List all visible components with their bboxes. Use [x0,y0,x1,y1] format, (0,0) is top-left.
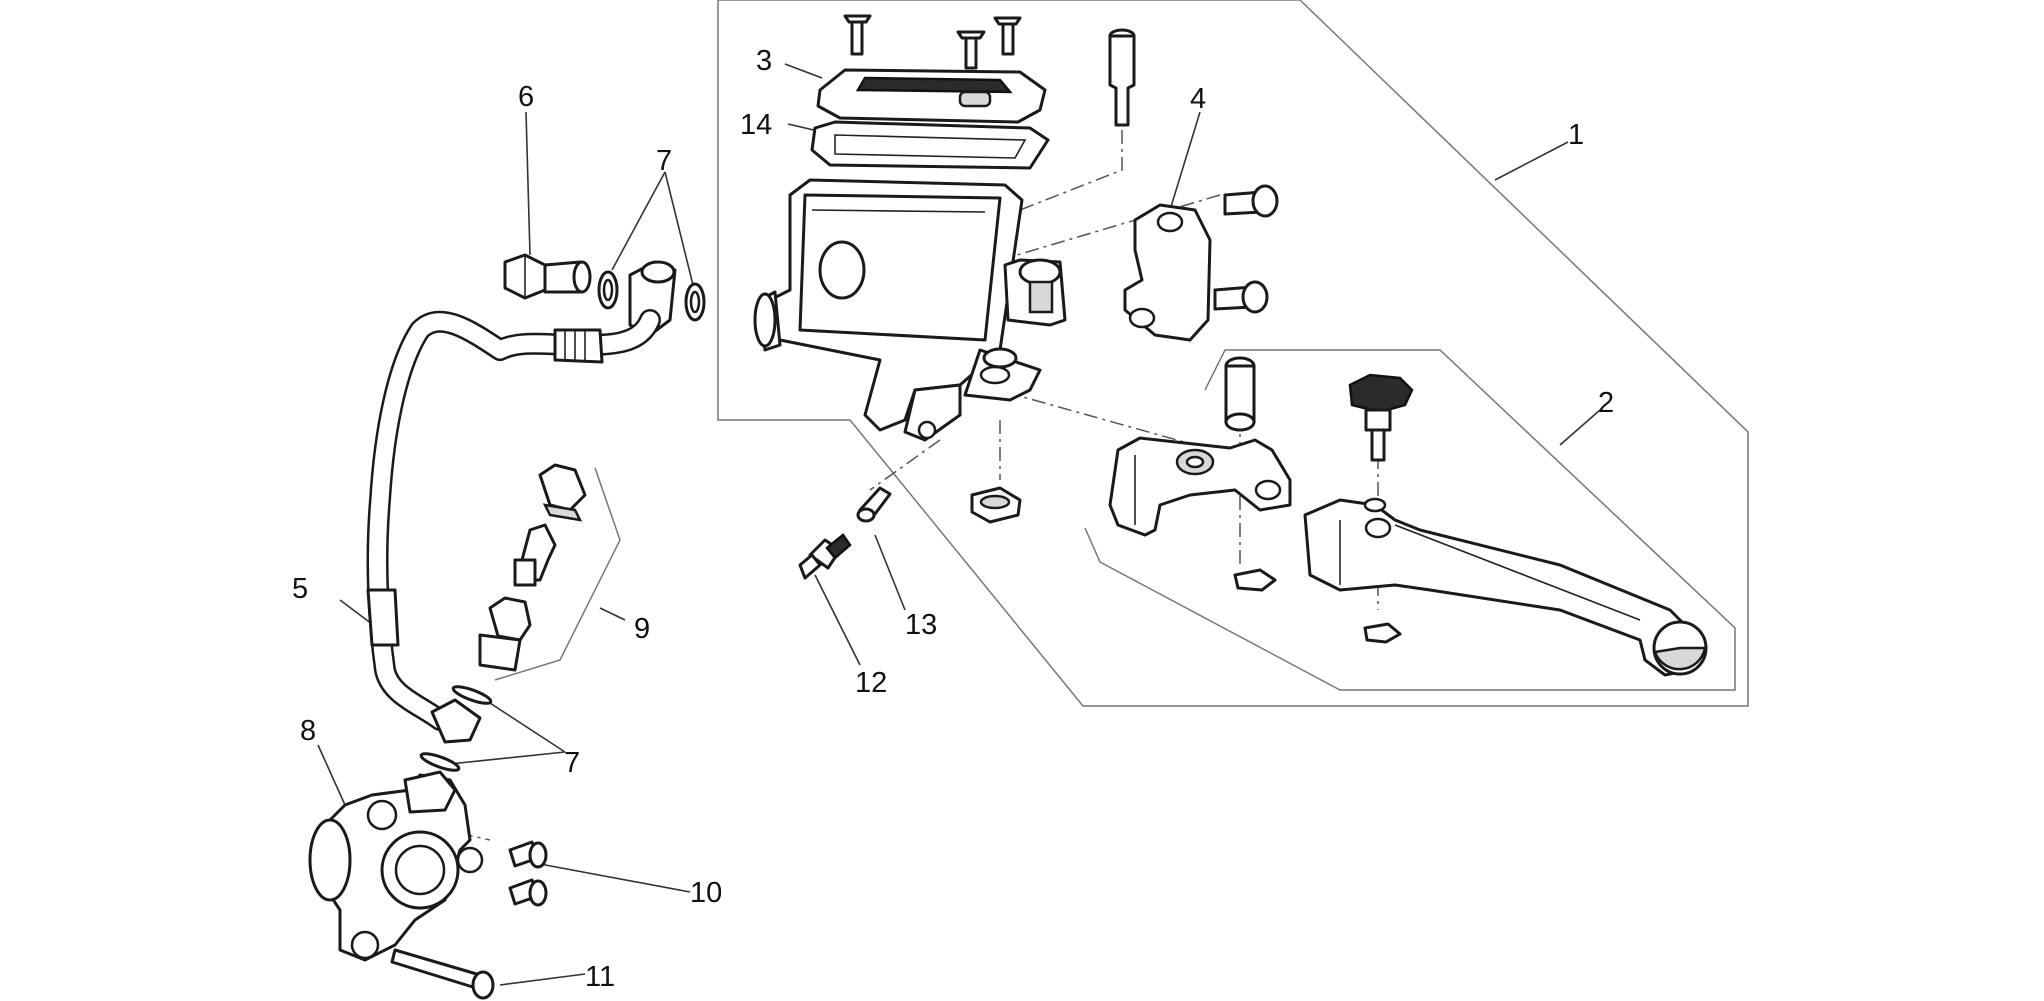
callout-13: 13 [905,609,937,641]
assembly-1-boundary [717,0,1749,707]
callout-4: 4 [1190,83,1206,115]
assembly-9-boundary [494,467,621,681]
bleed-nipple [513,523,557,587]
lever-bracket [1108,436,1292,537]
pivot-nut [970,486,1022,524]
callout-6: 6 [518,81,534,113]
clutch-hose [366,309,661,744]
callout-12: 12 [855,667,887,699]
cap-screw [843,14,1022,70]
clutch-slave-cylinder [308,770,484,962]
bleed-fitting-body [478,596,532,672]
callout-labels: 1 2 3 4 5 6 7 7 8 9 10 11 12 13 14 [292,45,1614,993]
callout-10: 10 [690,877,722,909]
assembly-2-boundary [1084,349,1736,691]
adjuster-knob [1348,373,1414,462]
sealing-washer [597,270,706,322]
bleed-cap [856,486,892,523]
slave-cylinder-bolt [508,840,548,907]
callout-14: 14 [740,109,772,141]
callout-7-top: 7 [656,145,672,177]
reservoir-gasket [810,120,1050,170]
o-ring [419,685,493,772]
lever-pin [1224,356,1256,432]
callout-5: 5 [292,573,308,605]
leader-lines [317,63,1601,986]
pivot-pin-top [1108,28,1136,127]
bleed-screw [798,533,852,580]
master-cylinder-body [753,178,1067,442]
callout-9: 9 [634,613,650,645]
bleed-fitting-cap [538,463,587,522]
circlip [1233,568,1402,644]
reservoir-cap [816,68,1047,124]
brake-lever [1303,497,1708,677]
callout-3: 3 [756,45,772,77]
handlebar-clamp [1123,203,1212,342]
banjo-bolt [503,253,592,300]
callout-11: 11 [585,961,615,993]
callout-8: 8 [300,715,316,747]
callout-1: 1 [1568,119,1584,151]
clamp-bolt [1213,184,1279,314]
callout-7-bottom: 7 [564,747,580,779]
slave-cylinder-long-bolt [390,948,495,1000]
callout-2: 2 [1598,387,1614,419]
